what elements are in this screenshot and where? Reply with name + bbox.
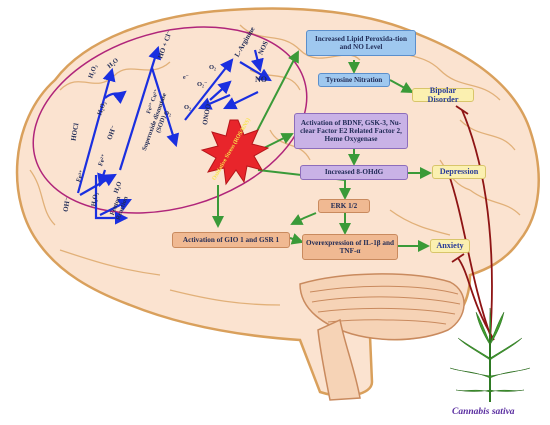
disorder-depression: Depression	[432, 165, 486, 179]
reaction-ellipse	[32, 26, 308, 214]
disorder-anxiety: Anxiety	[430, 239, 470, 253]
chem-o2-b: O₂	[164, 110, 172, 117]
box-erk: ERK 1/2	[318, 199, 370, 213]
brain-stem	[317, 318, 361, 401]
chem-eminus: e⁻	[183, 75, 189, 81]
chem-o2-c: O₂	[184, 104, 192, 111]
box-tyrosine-nitration: Tyrosine Nitration	[318, 73, 390, 87]
oxidative-stress-burst	[200, 119, 270, 186]
reaction-arrows	[76, 45, 272, 225]
disorder-bipolar: Bipolar Disorder	[412, 86, 474, 104]
flow-arrows	[212, 50, 432, 252]
box-8-ohdg: Increased 8-OHdG	[300, 165, 408, 180]
chem-o2-mid: O₂⁻	[197, 81, 208, 88]
cannabis-plant-icon	[449, 307, 531, 402]
cannabis-caption: Cannabis sativa	[452, 407, 515, 417]
cerebellum-folds	[309, 285, 461, 325]
box-lipid-peroxidation: Increased Lipid Peroxida-tion and NO Lev…	[306, 30, 416, 56]
chem-o2-top: O₂	[209, 64, 217, 71]
box-il-tnf: Overexpression of IL-1β and TNF-α	[302, 234, 398, 260]
box-bdnf-activation: Activation of BDNF, GSK-3, Nu-clear Fact…	[294, 113, 408, 149]
chem-no: NO	[255, 75, 267, 84]
box-gio-gsr: Activation of GIO 1 and GSR 1	[172, 232, 290, 248]
